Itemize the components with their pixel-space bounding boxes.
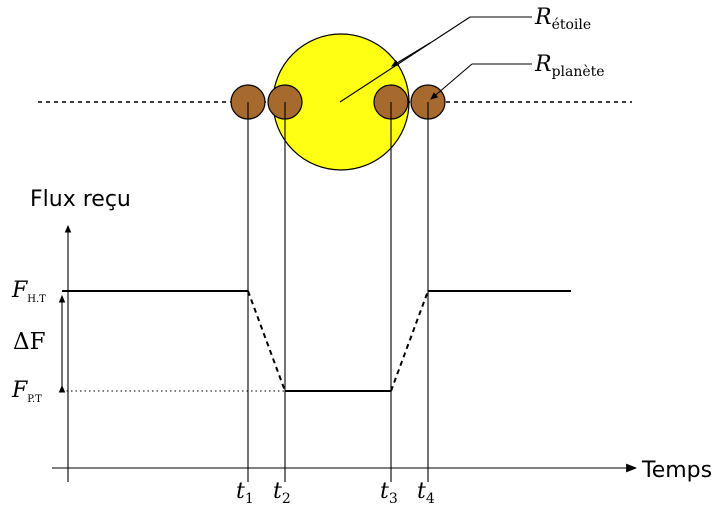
delta-f-label: ΔF xyxy=(13,329,46,355)
flux-axis-label: Flux reçu xyxy=(30,187,131,212)
t1-label: t1 xyxy=(236,479,254,507)
light-curve-ingress xyxy=(248,291,285,391)
t3-label: t3 xyxy=(380,479,398,507)
flux-out-of-transit-label: FH.T xyxy=(11,278,46,305)
t2-label: t2 xyxy=(273,479,291,507)
light-curve-egress xyxy=(391,291,428,391)
time-axis-label: Temps xyxy=(641,458,712,483)
star-radius-pointer xyxy=(392,43,430,66)
star-radius-label: Rétoile xyxy=(534,5,591,33)
flux-in-transit-label: FP.T xyxy=(11,378,42,405)
planet-radius-label: Rplanète xyxy=(534,52,605,80)
t4-label: t4 xyxy=(417,479,435,507)
planet-radius-pointer xyxy=(431,64,472,99)
